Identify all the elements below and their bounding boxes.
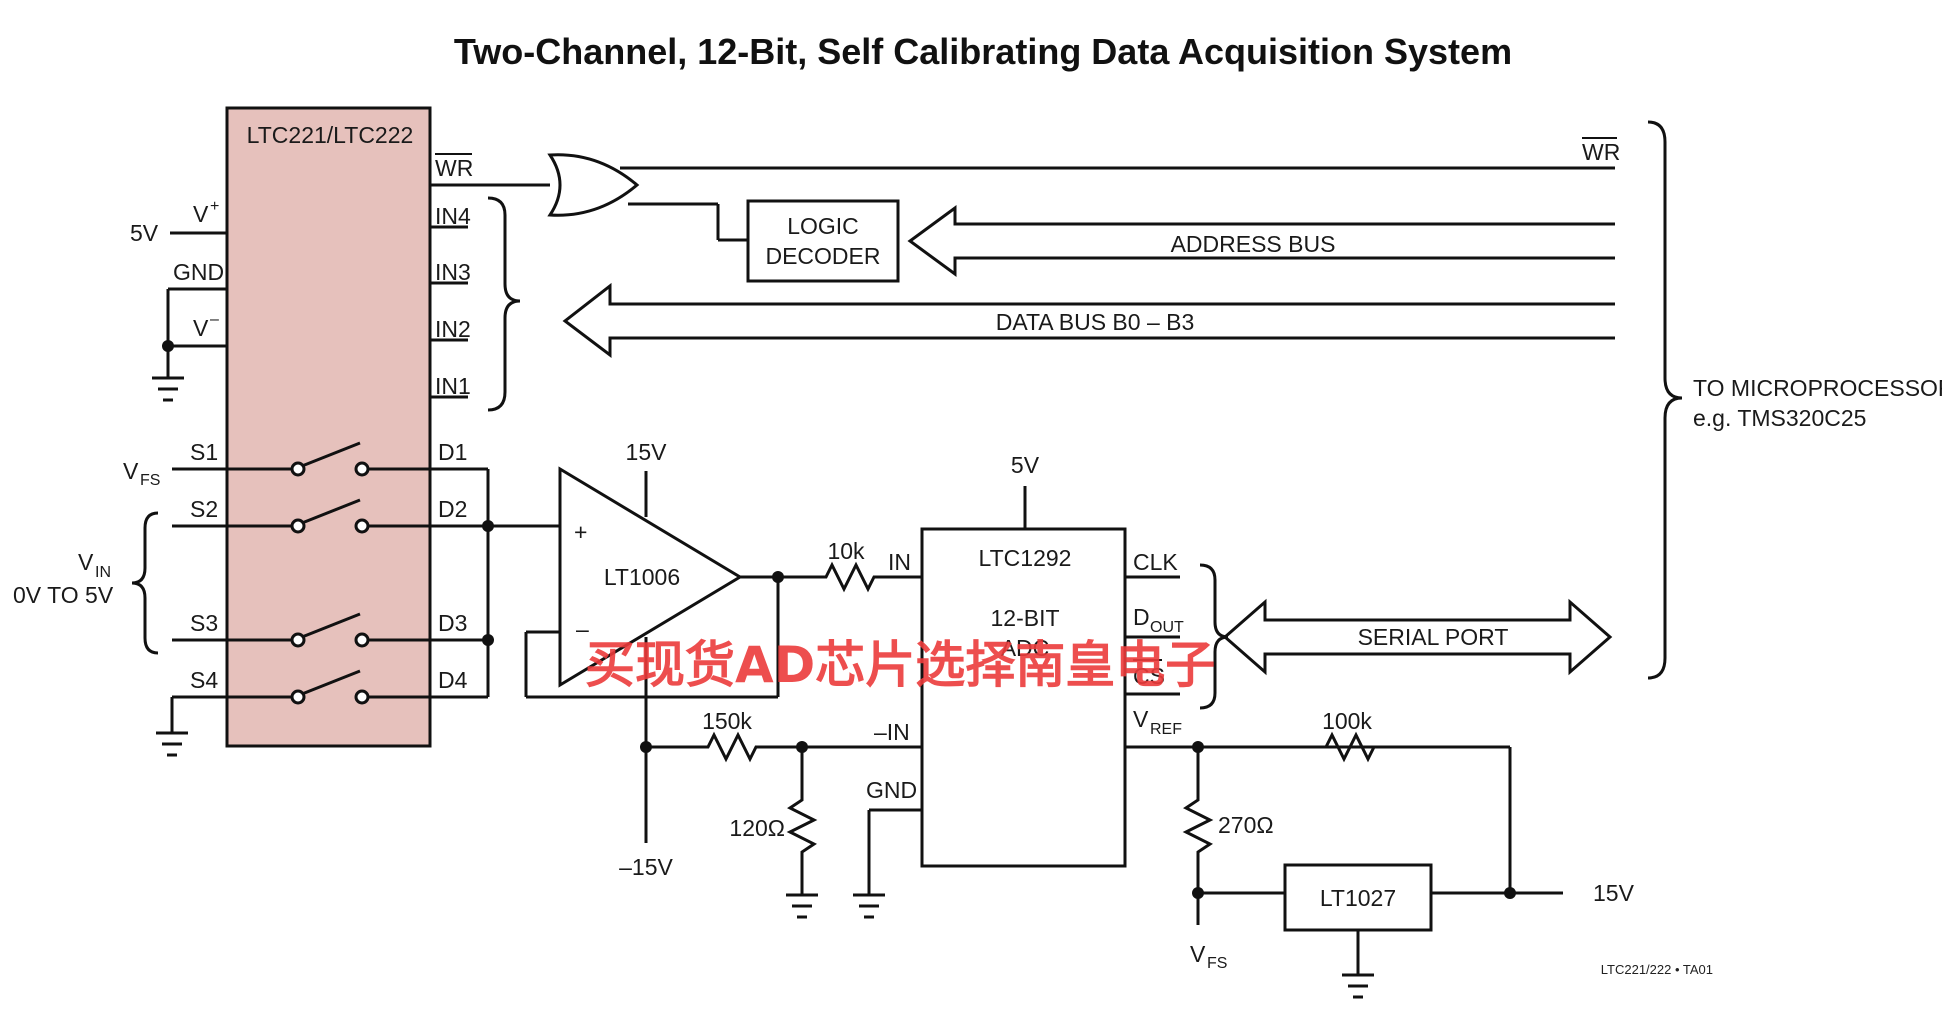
vfs-output-sub: FS (1207, 955, 1227, 972)
mux-pin-in3: IN3 (435, 259, 471, 285)
opamp-vpos: 15V (626, 439, 668, 465)
switch-label-d2: D2 (438, 496, 467, 522)
to-micro-label-1: TO MICROPROCESSOR (1693, 375, 1942, 401)
mux-pin-in2: IN2 (435, 316, 471, 342)
switch-label-d4: D4 (438, 667, 468, 693)
opamp-lt1006: + – LT1006 15V –15V (524, 439, 818, 880)
resistor-120 (786, 747, 818, 895)
resistor-100k-label: 100k (1322, 708, 1372, 734)
vfs-input-sub: FS (140, 472, 160, 489)
adc-pin-cs: CS (1133, 663, 1165, 689)
adc-pin-gnd: GND (866, 777, 917, 803)
mux-pin-in1: IN1 (435, 373, 471, 399)
opamp-plus: + (574, 519, 587, 545)
to-micro-label-2: e.g. TMS320C25 (1693, 405, 1866, 431)
adc-line3: ADC (1001, 635, 1050, 661)
address-bus-label: ADDRESS BUS (1171, 231, 1336, 257)
resistor-10k (818, 561, 918, 593)
adc-name: LTC1292 (979, 545, 1072, 571)
mux-name: LTC221/LTC222 (247, 122, 414, 148)
vfs-input-label: V (123, 458, 139, 484)
adc-pin-vref-sub: REF (1150, 721, 1182, 738)
mux-chip (225, 106, 432, 748)
reference-supply: 15V (1593, 880, 1635, 906)
vin-label: V (78, 549, 94, 575)
resistor-150k-label: 150k (702, 708, 752, 734)
decoder-label-2: DECODER (765, 243, 880, 269)
resistor-150k (702, 731, 802, 763)
adc-pin-dout-sub: OUT (1150, 619, 1184, 636)
mux-switches: S1 S2 S3 S4 D1 D2 D3 D4 (156, 439, 560, 757)
or-gate (547, 153, 1615, 242)
mux-power-pins: 5V V + GND V – (130, 198, 227, 402)
logic-decoder (746, 199, 900, 283)
adc-line2: 12-BIT (990, 605, 1059, 631)
switch-label-s1: S1 (190, 439, 218, 465)
watermark-text: 买现货AD芯片选择南皇电子 (585, 636, 1215, 694)
serial-port-label: SERIAL PORT (1358, 624, 1509, 650)
adc-pin-minus-in: –IN (874, 719, 910, 745)
serial-port-arrow (1222, 598, 1613, 676)
switch-label-s3: S3 (190, 610, 218, 636)
adc-pin-vref: V (1133, 706, 1149, 732)
vfs-output-label: V (1190, 941, 1206, 967)
resistor-100k (1320, 731, 1420, 763)
mux-pin-vplus: V (193, 201, 209, 227)
mux-5v-label: 5V (130, 220, 159, 246)
data-bus-arrow (562, 282, 1615, 359)
adc-pin-clk: CLK (1133, 549, 1178, 575)
adc-vcc: 5V (1011, 452, 1040, 478)
lt1027-name: LT1027 (1320, 885, 1396, 911)
figure-code: LTC221/222 • TA01 (1601, 962, 1713, 977)
resistor-10k-label: 10k (827, 538, 865, 564)
vin-sub: IN (95, 564, 111, 581)
adc-pin-dout: D (1133, 604, 1150, 630)
diagram-title: Two-Channel, 12-Bit, Self Calibrating Da… (454, 31, 1512, 72)
resistor-270-label: 270Ω (1218, 812, 1274, 838)
switch-label-s2: S2 (190, 496, 218, 522)
decoder-label-1: LOGIC (787, 213, 859, 239)
mux-pin-in4: IN4 (435, 203, 471, 229)
bus-wr-label: WR (1582, 139, 1620, 165)
mux-digital-pins: WR IN4 IN3 IN2 IN1 (430, 153, 550, 412)
mux-pin-wr: WR (435, 155, 473, 181)
adc-chip (920, 527, 1127, 868)
vin-range: 0V TO 5V (13, 582, 114, 608)
switch-label-s4: S4 (190, 667, 218, 693)
svg-text:+: + (210, 198, 219, 215)
opamp-vneg: –15V (619, 854, 673, 880)
switch-label-d1: D1 (438, 439, 467, 465)
opamp-name: LT1006 (604, 564, 680, 590)
resistor-270 (1182, 747, 1214, 893)
resistor-120-label: 120Ω (729, 815, 785, 841)
address-bus-arrow (907, 205, 1615, 277)
mux-pin-vminus: V (193, 315, 209, 341)
microprocessor-brace (1647, 120, 1683, 680)
adc-pin-in: IN (888, 549, 911, 575)
mux-pin-gnd: GND (173, 259, 224, 285)
svg-text:–: – (210, 311, 219, 328)
opamp-minus: – (576, 616, 589, 642)
data-bus-label: DATA BUS B0 – B3 (996, 309, 1195, 335)
lt1027-reference (1283, 863, 1433, 932)
switch-label-d3: D3 (438, 610, 467, 636)
input-labels: V FS V IN 0V TO 5V (13, 458, 160, 655)
